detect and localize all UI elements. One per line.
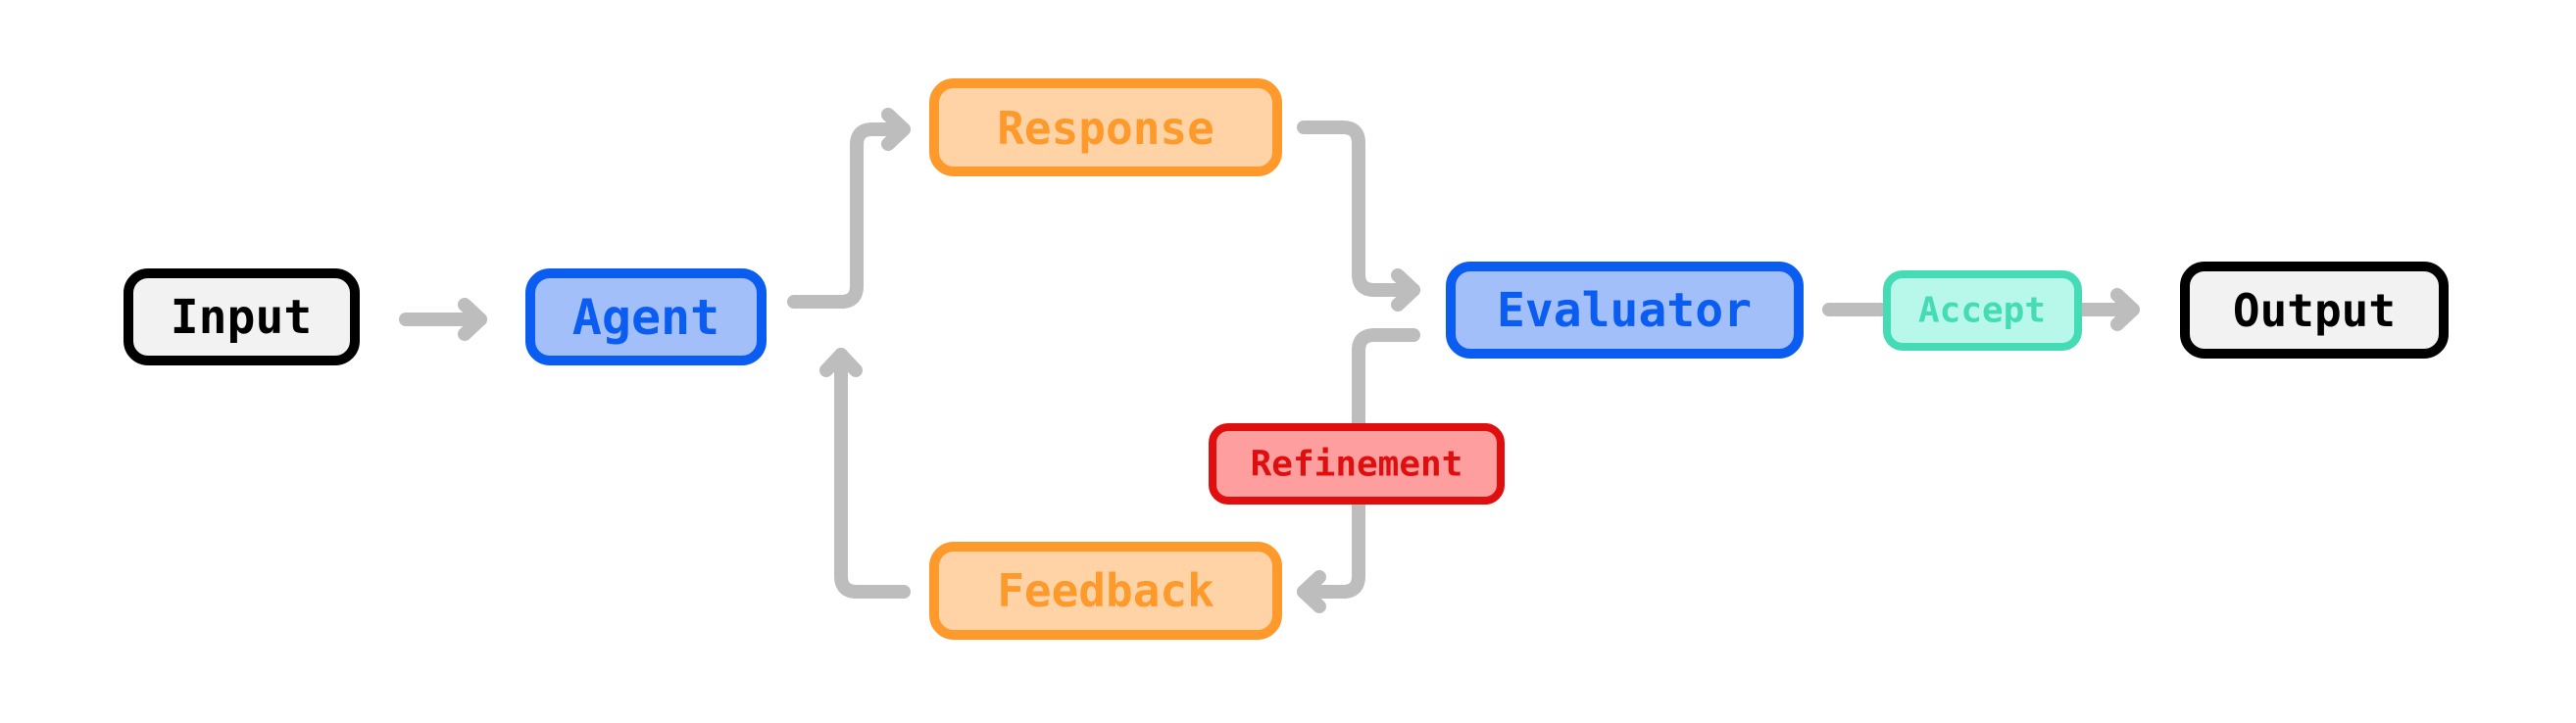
edge-label-accept: Accept: [1883, 270, 2082, 351]
node-evaluator-box: [1446, 262, 1804, 359]
node-feedback-label: Feedback: [997, 564, 1214, 617]
node-response-label: Response: [997, 102, 1214, 155]
arrowhead-agent-in: [458, 298, 487, 341]
accept-label: Accept: [1918, 291, 2046, 331]
edge-label-refinement: Refinement: [1209, 423, 1505, 505]
accept-badge: [1883, 270, 2082, 351]
arrowhead-evaluator-in: [1391, 268, 1420, 312]
node-input-box: [124, 268, 360, 365]
node-input: Input: [124, 268, 360, 365]
node-output-box: [2180, 262, 2449, 359]
node-output-label: Output: [2233, 284, 2396, 337]
node-agent-box: [525, 268, 767, 365]
edge-response-to-evaluator: [1297, 120, 1420, 297]
node-agent: Agent: [525, 268, 767, 365]
node-output: Output: [2180, 262, 2449, 359]
node-evaluator-label: Evaluator: [1497, 283, 1752, 338]
node-response-box: [929, 78, 1282, 176]
arrowhead-response-in: [881, 108, 911, 151]
node-evaluator: Evaluator: [1446, 262, 1804, 359]
node-agent-label: Agent: [572, 289, 720, 346]
arrowhead-feedback-in: [1297, 570, 1326, 613]
node-feedback: Feedback: [929, 542, 1282, 640]
node-response: Response: [929, 78, 1282, 176]
edge-feedback-to-agent: [834, 348, 911, 599]
arrowhead-agent-loop-in: [819, 348, 863, 377]
node-input-label: Input: [171, 290, 313, 345]
arrowhead-output-in: [2110, 288, 2140, 331]
node-feedback-box: [929, 542, 1282, 640]
refinement-label: Refinement: [1251, 445, 1463, 485]
edge-agent-to-response: [787, 122, 911, 309]
refinement-badge: [1209, 423, 1505, 505]
